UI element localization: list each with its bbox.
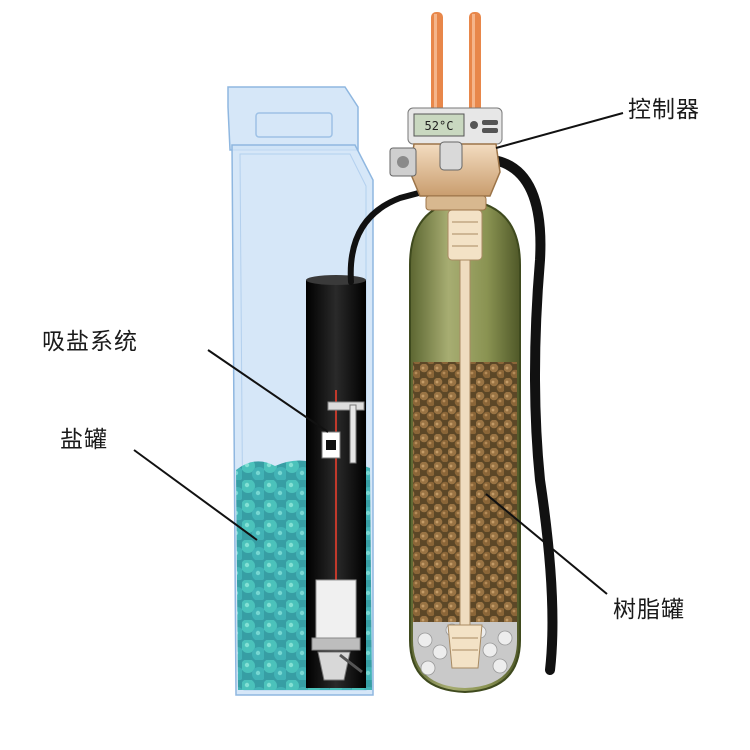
- leader-controller: [495, 112, 624, 149]
- brine-valve-body: [315, 579, 357, 639]
- resin-tank: [409, 198, 521, 694]
- upper-distributor: [447, 209, 483, 261]
- resin-tank-label: 树脂罐: [613, 597, 685, 623]
- brine-suction-tube: [306, 275, 366, 688]
- controller-display-reading: 52°C: [425, 119, 454, 133]
- leader-suction: [207, 349, 329, 433]
- salt-tank-label: 盐罐: [60, 427, 108, 453]
- leader-lines: [133, 112, 624, 595]
- salt-tank-lid: [227, 86, 359, 151]
- controller-lcd: [413, 113, 465, 137]
- drain-hose: [489, 155, 558, 675]
- float-assembly: [321, 401, 365, 464]
- suction-system-label: 吸盐系统: [42, 329, 138, 355]
- leader-salt-tank: [133, 449, 258, 541]
- distributor-tube: [459, 254, 471, 626]
- controller-button-icon: [470, 121, 478, 129]
- leader-resin-tank: [485, 493, 608, 595]
- inlet-outlet-pipes: [431, 12, 481, 114]
- lower-distributor: [447, 624, 483, 669]
- salt-tank-handle: [255, 112, 333, 138]
- controller-label: 控制器: [628, 97, 700, 123]
- brine-line-hose: [347, 187, 433, 285]
- control-valve: 52°C: [389, 107, 503, 211]
